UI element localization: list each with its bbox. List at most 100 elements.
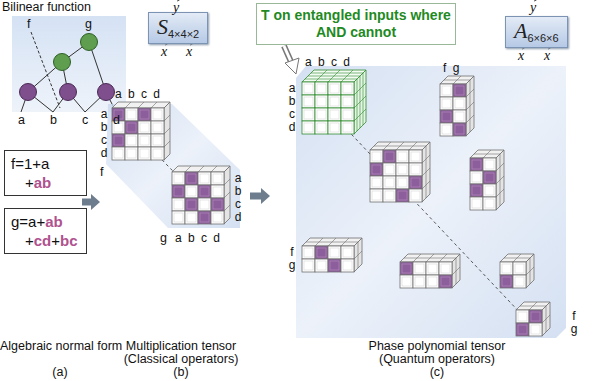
cell-zero xyxy=(370,189,383,202)
and-gate-purple xyxy=(60,84,77,101)
block-top-face xyxy=(172,166,230,172)
cell-shade xyxy=(153,149,162,158)
cell-one xyxy=(125,121,138,134)
cell-shade xyxy=(428,277,437,286)
axis-label: a b c d xyxy=(115,88,160,101)
panel-caption: Algebraic normal form xyxy=(0,340,120,353)
cell-zero xyxy=(198,172,211,185)
cell-shade xyxy=(372,165,381,174)
cell-zero xyxy=(328,95,341,108)
cell-shade xyxy=(187,213,196,222)
cell-zero xyxy=(413,262,426,275)
cell-zero xyxy=(315,82,328,95)
tensor-symbol-box: A6×6×6 xyxy=(505,16,568,48)
tree-illustration xyxy=(12,16,126,112)
cell-zero xyxy=(483,158,496,171)
cell-shade xyxy=(415,264,424,273)
formula-box: g=a+ab+cd+bc xyxy=(4,208,87,254)
cell-zero xyxy=(426,275,439,288)
cell-shade xyxy=(187,174,196,183)
cell-zero xyxy=(112,147,125,160)
cell-shade xyxy=(304,248,313,257)
cell-shade xyxy=(472,186,481,195)
cell-one xyxy=(185,198,198,211)
cell-shade xyxy=(330,261,339,270)
bilinear-term: bc xyxy=(60,232,78,249)
cell-shade xyxy=(531,325,540,334)
node-text: + xyxy=(25,232,34,249)
cell-shade xyxy=(330,97,339,106)
cell-shade xyxy=(330,110,339,119)
cell-zero xyxy=(513,275,526,288)
cell-shade xyxy=(187,187,196,196)
cell-shade xyxy=(502,277,511,286)
cell-shade xyxy=(472,199,481,208)
cell-shade xyxy=(428,264,437,273)
cell-shade xyxy=(441,264,450,273)
cell-shade xyxy=(515,264,524,273)
tensor-block xyxy=(400,254,460,288)
grid-line xyxy=(198,166,204,172)
cell-one xyxy=(500,275,513,288)
cell-shade xyxy=(343,123,352,132)
cell-zero xyxy=(151,121,164,134)
cell-shade xyxy=(372,191,381,200)
vector-label: y xyxy=(173,0,179,14)
and-gate-purple xyxy=(98,84,115,101)
cell-zero xyxy=(341,259,354,272)
cell-shade xyxy=(343,261,352,270)
cell-shade xyxy=(442,125,451,134)
cell-shade xyxy=(140,123,149,132)
cell-zero xyxy=(125,134,138,147)
panel-caption: (c) xyxy=(347,366,527,379)
cell-zero xyxy=(470,171,483,184)
cell-shade xyxy=(402,277,411,286)
cell-shade xyxy=(531,312,540,321)
cell-zero xyxy=(302,121,315,134)
node-text: + xyxy=(25,174,34,191)
cell-zero xyxy=(315,95,328,108)
cell-shade xyxy=(200,187,209,196)
grid-line xyxy=(185,166,191,172)
grid-line xyxy=(164,115,170,121)
tensor-slab xyxy=(172,166,230,224)
tensor-region xyxy=(296,66,566,338)
cell-shade xyxy=(213,174,222,183)
cell-shade xyxy=(455,99,464,108)
vector-label: x xyxy=(186,40,192,58)
cell-shade xyxy=(317,110,326,119)
node-text: g=a+ xyxy=(11,213,45,230)
axis-label: a b c d xyxy=(305,56,350,69)
cell-shade xyxy=(518,325,527,334)
variable-label: d xyxy=(113,114,120,127)
cell-zero xyxy=(409,163,422,176)
cell-shade xyxy=(485,173,494,182)
cell-zero xyxy=(341,121,354,134)
cell-shade xyxy=(153,136,162,145)
callout-pointer-head xyxy=(285,58,299,74)
variable-label: f xyxy=(27,18,30,31)
and-gate-green xyxy=(54,54,71,71)
callout-box: T on entangled inputs where AND cannot xyxy=(256,3,456,45)
cell-shade xyxy=(174,200,183,209)
bilinear-term: ab xyxy=(34,174,52,191)
cell-zero xyxy=(302,82,315,95)
cell-zero xyxy=(302,246,315,259)
cell-zero xyxy=(315,121,328,134)
bilinear-term: cd xyxy=(34,232,52,249)
cell-zero xyxy=(172,211,185,224)
cell-one xyxy=(172,185,185,198)
grid-line xyxy=(164,128,170,134)
cell-zero xyxy=(341,108,354,121)
cell-zero xyxy=(211,172,224,185)
cell-shade xyxy=(317,261,326,270)
cell-zero xyxy=(211,185,224,198)
cell-shade xyxy=(442,99,451,108)
cell-shade xyxy=(398,191,407,200)
grid-line xyxy=(311,73,363,125)
cell-shade xyxy=(330,248,339,257)
cell-shade xyxy=(485,186,494,195)
cell-zero xyxy=(453,97,466,110)
cell-zero xyxy=(341,246,354,259)
